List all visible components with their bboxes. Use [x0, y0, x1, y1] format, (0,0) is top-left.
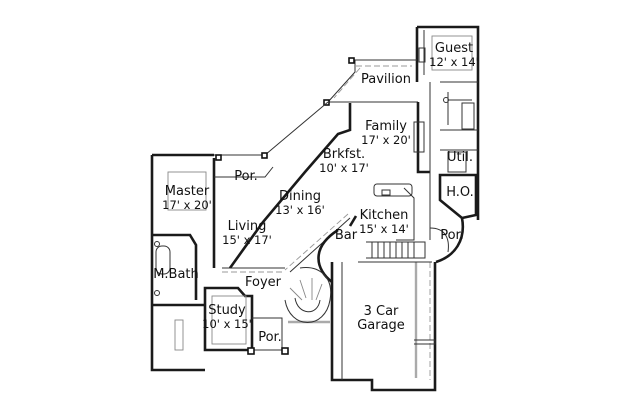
room-label-ho: H.O.	[446, 185, 474, 200]
kitchen-outline	[348, 183, 426, 259]
room-label-dining: Dining 13' x 16'	[275, 189, 325, 217]
room-label-family: Family 17' x 20'	[361, 119, 411, 147]
dining-living-walls	[212, 158, 351, 284]
garage-outline	[330, 261, 437, 392]
room-label-mbath: M.Bath	[153, 267, 199, 282]
family-walls	[228, 81, 480, 269]
room-label-garage: 3 Car Garage	[357, 304, 405, 333]
room-label-util: Util.	[447, 150, 473, 165]
home-office	[429, 173, 478, 264]
room-label-por-side: Por.	[440, 228, 464, 243]
room-label-study: Study 10' x 15'	[202, 303, 252, 331]
spiral-stair	[284, 267, 332, 323]
master-wing	[150, 153, 214, 372]
room-label-por-front: Por.	[258, 330, 282, 345]
guest-wing	[415, 25, 480, 92]
room-label-por-rear: Por.	[234, 169, 258, 184]
room-label-guest: Guest 12' x 14'	[429, 41, 479, 69]
room-label-living: Living 15' x 17'	[222, 219, 272, 247]
room-label-foyer: Foyer	[244, 275, 281, 290]
room-label-master: Master 17' x 20'	[162, 184, 212, 212]
room-label-bar: Bar	[334, 228, 358, 243]
room-label-pavilion: Pavilion	[361, 72, 411, 87]
pavilion-outline	[208, 57, 418, 161]
room-label-brkfst: Brkfst. 10' x 17'	[319, 147, 369, 175]
room-label-kitchen: Kitchen 15' x 14'	[359, 208, 409, 236]
